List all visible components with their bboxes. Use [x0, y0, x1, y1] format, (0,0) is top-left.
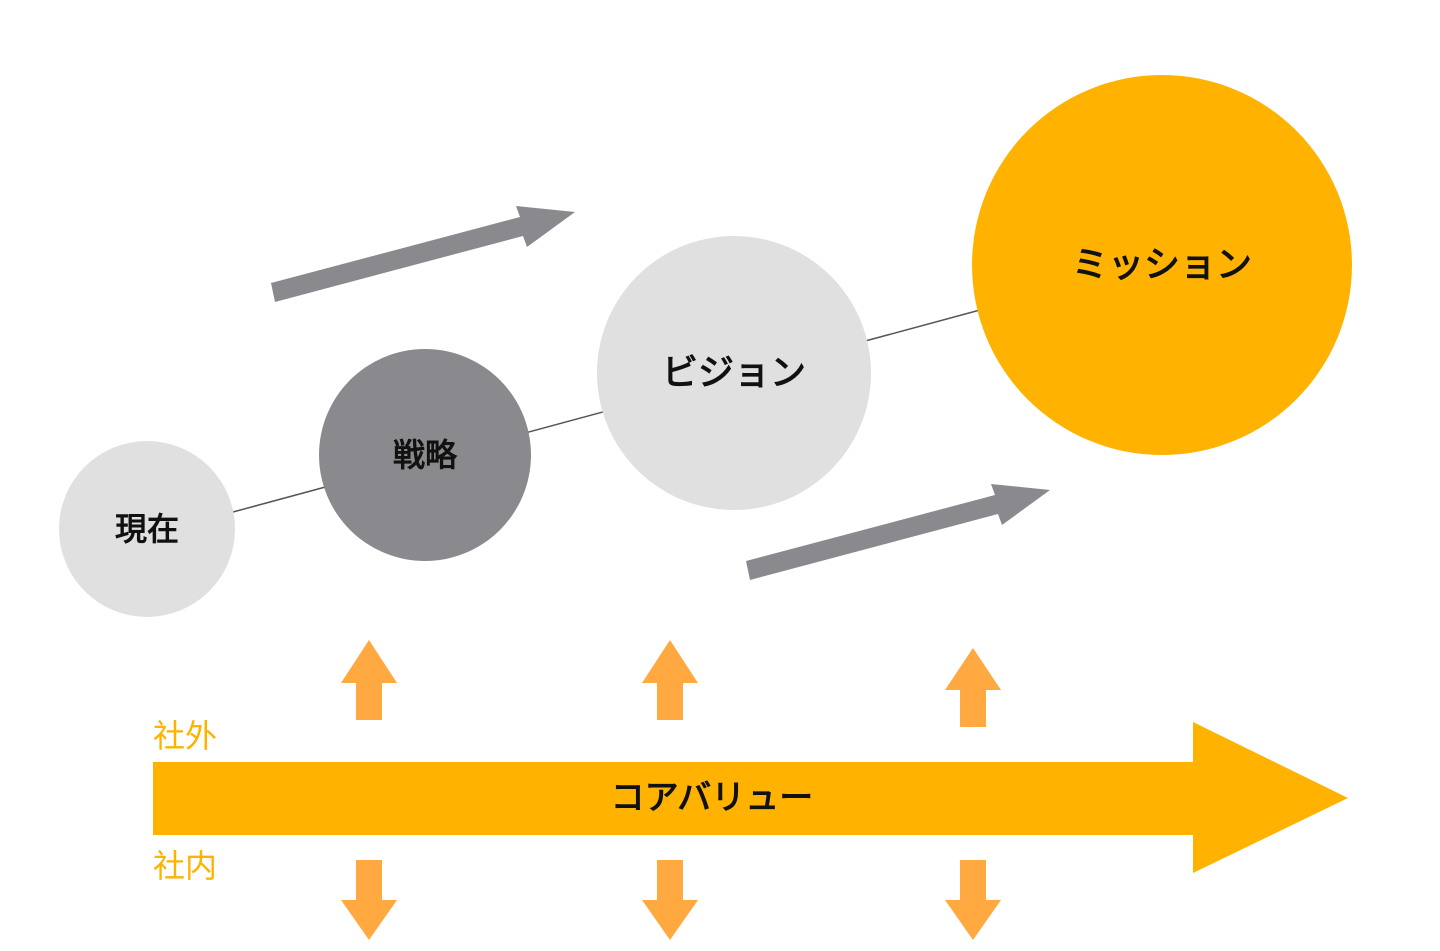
- external-label: 社外: [153, 717, 217, 755]
- node-strategy-label: 戦略: [393, 436, 458, 474]
- progress-arrow-upper: [271, 206, 575, 302]
- core-value-arrow: コアバリュー: [153, 722, 1348, 873]
- node-current: 現在: [59, 441, 235, 617]
- internal-label: 社内: [153, 847, 217, 885]
- up-arrow-icon: [642, 640, 698, 720]
- node-mission: ミッション: [972, 75, 1352, 455]
- down-arrow-icon: [341, 860, 397, 940]
- node-strategy: 戦略: [319, 349, 531, 561]
- node-current-label: 現在: [115, 510, 179, 548]
- down-arrow-icon: [642, 860, 698, 940]
- down-arrow-icon: [945, 860, 1001, 940]
- core-value-label: コアバリュー: [611, 778, 814, 818]
- node-mission-label: ミッション: [1072, 245, 1252, 286]
- node-vision: ビジョン: [597, 236, 871, 510]
- progress-arrow-lower: [746, 484, 1050, 580]
- node-vision-label: ビジョン: [662, 353, 806, 394]
- internal-arrows: [341, 860, 1001, 940]
- external-arrows: [341, 640, 1001, 727]
- up-arrow-icon: [945, 648, 1001, 727]
- up-arrow-icon: [341, 640, 397, 720]
